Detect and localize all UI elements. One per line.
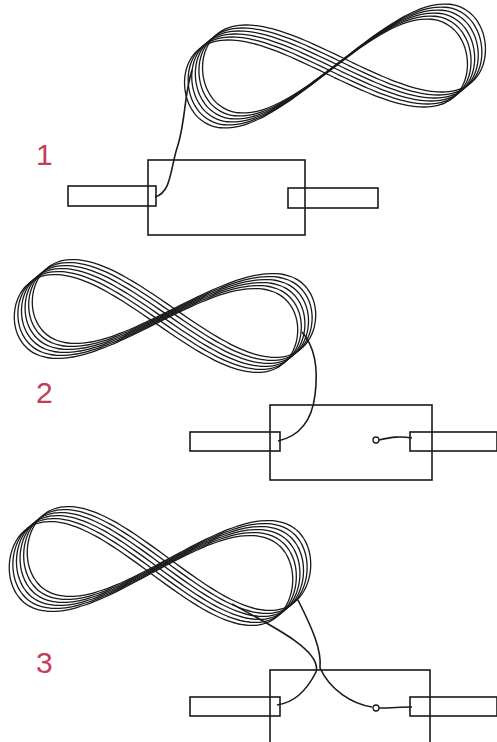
- coil-strand: [27, 507, 310, 611]
- coil-strand: [13, 519, 296, 623]
- wire-coil: [185, 4, 486, 128]
- coil-strand: [21, 269, 304, 367]
- wire-coil: [14, 260, 315, 373]
- lead-wire: [232, 604, 317, 705]
- wire-eyelet: [373, 437, 379, 443]
- housing-box: [270, 405, 432, 480]
- terminal-rod: [288, 188, 378, 208]
- wire-eyelet: [373, 705, 379, 711]
- terminal-rod: [410, 432, 497, 451]
- panel-number: 1: [36, 140, 53, 170]
- terminal-rod: [190, 697, 280, 716]
- lead-wire: [379, 437, 412, 440]
- coil-strand: [20, 513, 303, 617]
- coil-strand: [29, 263, 312, 361]
- coil-strand: [32, 260, 315, 358]
- housing-box: [148, 160, 305, 235]
- coil-strand: [203, 4, 486, 113]
- lead-wire: [379, 707, 412, 708]
- terminal-rod: [68, 186, 156, 206]
- panel-number: 2: [36, 378, 53, 408]
- coil-strand: [9, 522, 292, 626]
- wire-coil: [9, 507, 310, 626]
- terminal-rod: [190, 432, 280, 451]
- coil-strand: [25, 266, 308, 364]
- housing-box: [270, 670, 430, 742]
- coil-strand: [24, 510, 307, 614]
- terminal-rod: [410, 697, 497, 716]
- lead-wire: [278, 332, 316, 441]
- coil-strand: [16, 516, 299, 620]
- lead-wire: [155, 70, 192, 197]
- panel-number: 3: [36, 648, 53, 678]
